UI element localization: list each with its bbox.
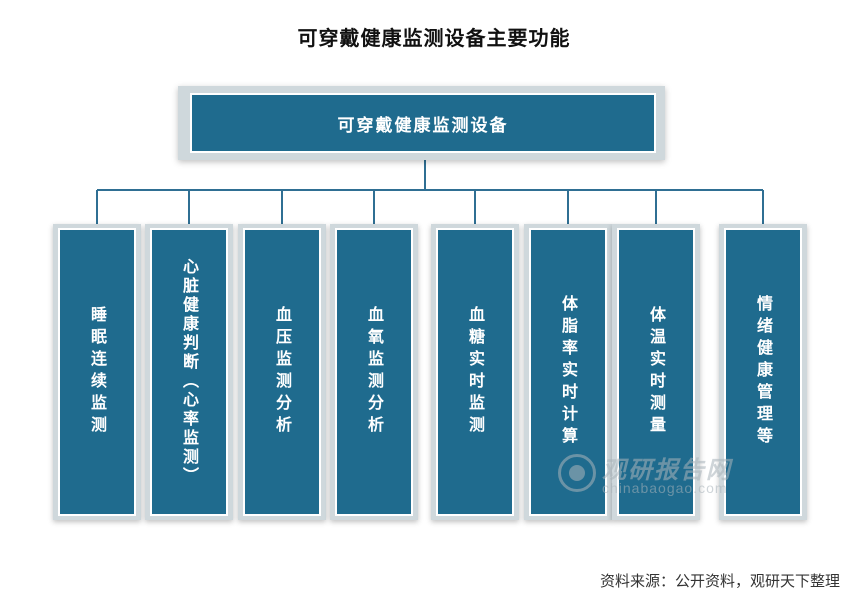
- child-node-body-temperature: 体温实时测量: [617, 228, 695, 516]
- child-node-sleep-monitoring: 睡眠连续监测: [58, 228, 136, 516]
- root-node-label: 可穿戴健康监测设备: [337, 115, 509, 136]
- child-node-label: 情绪健康管理等: [754, 295, 773, 449]
- watermark-logo-icon: [558, 454, 596, 492]
- child-node-label: 血糖实时监测: [466, 306, 485, 438]
- child-node-blood-pressure: 血压监测分析: [243, 228, 321, 516]
- diagram-title: 可穿戴健康监测设备主要功能: [297, 26, 571, 50]
- child-node-emotional-health: 情绪健康管理等: [724, 228, 802, 516]
- child-node-label: 血氧监测分析: [365, 306, 384, 438]
- child-node-label: 睡眠连续监测: [88, 306, 107, 438]
- child-node-blood-oxygen: 血氧监测分析: [335, 228, 413, 516]
- watermark: 观研报告网 chinabaogao.com: [558, 450, 748, 500]
- watermark-cn-text: 观研报告网: [602, 456, 732, 484]
- child-node-label: 心脏健康判断（心率监测）: [180, 258, 199, 486]
- child-node-heart-health: 心脏健康判断（心率监测）: [150, 228, 228, 516]
- child-node-label: 血压监测分析: [273, 306, 292, 438]
- child-node-label: 体温实时测量: [647, 306, 666, 438]
- source-note: 资料来源：公开资料，观研天下整理: [599, 572, 840, 590]
- child-node-blood-glucose: 血糖实时监测: [436, 228, 514, 516]
- child-node-label: 体脂率实时计算: [559, 295, 578, 449]
- root-node: 可穿戴健康监测设备: [190, 93, 656, 153]
- watermark-en-text: chinabaogao.com: [602, 480, 728, 496]
